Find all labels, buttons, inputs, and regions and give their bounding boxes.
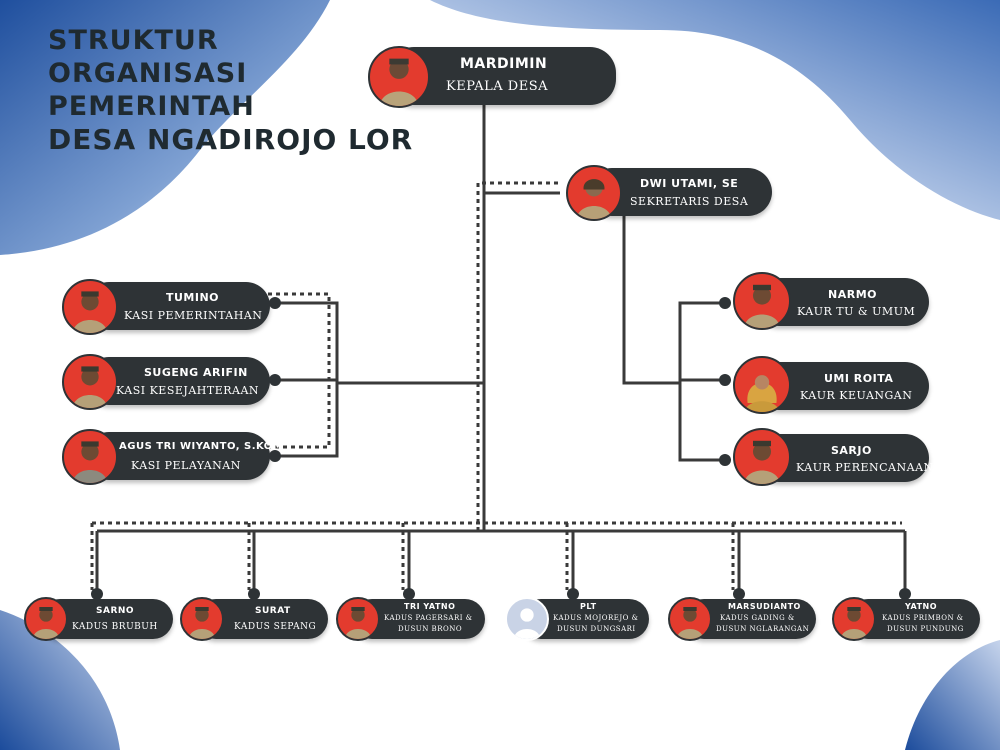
blob-bottom-right	[905, 640, 1000, 750]
name-sekretaris: DWI UTAMI, SE	[640, 177, 739, 190]
name-kadus-pagersari: TRI YATNO	[404, 602, 456, 611]
role-kadus-primbon-2: DUSUN PUNDUNG	[887, 625, 964, 633]
role-kadus-mojorejo-2: DUSUN DUNGSARI	[557, 625, 636, 633]
name-kadus-primbon: YATNO	[905, 602, 938, 611]
blob-top-left	[0, 0, 330, 255]
dotted-kasi	[268, 292, 331, 449]
blob-top-right	[430, 0, 1000, 220]
name-kaur-perencanaan: SARJO	[831, 444, 872, 457]
avatar-kadus-mojorejo	[505, 597, 549, 641]
avatar-kadus-brubuh	[24, 597, 68, 641]
connector-dot	[719, 374, 731, 386]
avatar-kadus-primbon	[832, 597, 876, 641]
role-kaur-keuangan: KAUR KEUANGAN	[800, 389, 913, 402]
role-kadus-gading-2: DUSUN NGLARANGAN	[716, 625, 810, 633]
name-kadus-gading: MARSUDIANTO	[728, 602, 801, 611]
kaur-branch	[622, 215, 680, 385]
role-kadus-pagersari-2: DUSUN BRONO	[398, 625, 463, 633]
connector-dot	[248, 588, 260, 600]
avatar-kaur-perencanaan	[733, 428, 791, 486]
name-kadus-sepang: SURAT	[255, 606, 291, 616]
avatar-kadus-pagersari	[336, 597, 380, 641]
name-kaur-tu-umum: NARMO	[828, 288, 877, 301]
connector-dot	[91, 588, 103, 600]
role-kadus-pagersari-1: KADUS PAGERSARI &	[384, 614, 473, 622]
avatar-kasi-pemerintahan	[62, 279, 118, 335]
name-kadus-mojorejo: PLT	[580, 602, 597, 611]
name-kasi-pelayanan: AGUS TRI WIYANTO, S.KOM	[119, 441, 284, 452]
title-line-4: DESA NGADIROJO LOR	[48, 123, 414, 156]
connector-dot	[269, 297, 281, 309]
connector-dot	[899, 588, 911, 600]
role-kasi-pemerintahan: KASI PEMERINTAHAN	[124, 309, 263, 322]
role-kadus-gading-1: KADUS GADING &	[720, 614, 795, 622]
title-line-3: PEMERINTAH	[48, 91, 255, 122]
blob-bottom-left	[0, 610, 120, 750]
connector-dot	[733, 588, 745, 600]
role-kaur-perencanaan: KAUR PERENCANAAN	[796, 461, 934, 474]
connector-dot	[567, 588, 579, 600]
connector-dot	[719, 297, 731, 309]
chart-title: STRUKTUR ORGANISASI PEMERINTAH DESA NGAD…	[48, 24, 413, 156]
connector-dot	[403, 588, 415, 600]
avatar-kasi-kesejahteraan	[62, 354, 118, 410]
connector-dot	[719, 454, 731, 466]
role-kasi-kesejahteraan: KASI KESEJAHTERAAN	[116, 384, 260, 397]
avatar-kepala-desa	[368, 46, 430, 108]
connector-dot	[269, 450, 281, 462]
role-kaur-tu-umum: KAUR TU & UMUM	[797, 305, 916, 318]
title-line-2: ORGANISASI	[48, 58, 248, 89]
title-line-1: STRUKTUR	[48, 25, 219, 56]
name-kadus-brubuh: SARNO	[96, 606, 135, 616]
avatar-kadus-gading	[668, 597, 712, 641]
role-kepala-desa: KEPALA DESA	[446, 79, 549, 94]
role-sekretaris: SEKRETARIS DESA	[630, 195, 749, 208]
role-kadus-sepang: KADUS SEPANG	[234, 622, 317, 632]
role-kadus-primbon-1: KADUS PRIMBON &	[882, 614, 964, 622]
name-kasi-pemerintahan: TUMINO	[166, 291, 220, 304]
avatar-kasi-pelayanan	[62, 429, 118, 485]
role-kadus-mojorejo-1: KADUS MOJOREJO &	[553, 614, 639, 622]
role-kadus-brubuh: KADUS BRUBUH	[72, 622, 158, 632]
avatar-sekretaris	[566, 165, 622, 221]
dotted-coord-top	[476, 181, 560, 531]
name-kaur-keuangan: UMI ROITA	[824, 372, 894, 385]
avatar-kaur-keuangan	[733, 356, 791, 414]
avatar-kadus-sepang	[180, 597, 224, 641]
name-kepala-desa: MARDIMIN	[460, 56, 548, 72]
name-kasi-kesejahteraan: SUGENG ARIFIN	[144, 366, 248, 379]
connector-dot	[269, 374, 281, 386]
avatar-kaur-tu-umum	[733, 272, 791, 330]
role-kasi-pelayanan: KASI PELAYANAN	[131, 459, 241, 472]
